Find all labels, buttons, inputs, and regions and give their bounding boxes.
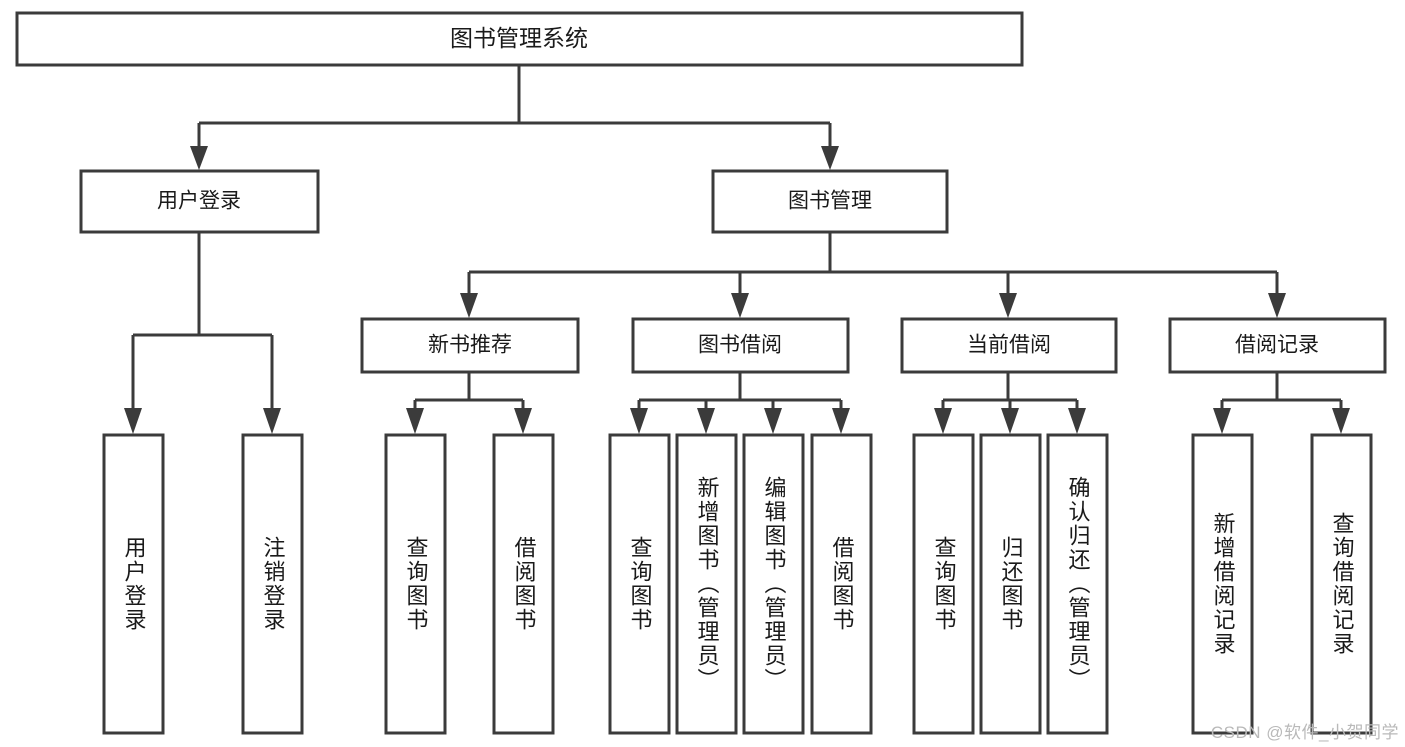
connector-borrow-record-to-leaves bbox=[1213, 373, 1350, 434]
node-current-borrow[interactable]: 当前借阅 bbox=[902, 319, 1116, 372]
arrow-bb-leaf-2 bbox=[697, 408, 715, 434]
connector-book-management-to-level3 bbox=[460, 233, 1286, 318]
arrow-borrow-record bbox=[1268, 293, 1286, 318]
node-book-borrow[interactable]: 图书借阅 bbox=[633, 319, 848, 372]
arrow-to-book-management bbox=[821, 146, 839, 170]
node-query-book-1-box[interactable] bbox=[386, 435, 445, 733]
arrow-current-borrow bbox=[999, 293, 1017, 318]
arrow-cb-leaf-2 bbox=[1001, 408, 1019, 434]
arrow-bb-leaf-4 bbox=[832, 408, 850, 434]
node-borrow-book-1-box[interactable] bbox=[494, 435, 553, 733]
node-user-logout-box[interactable] bbox=[243, 435, 302, 733]
node-return-book-box[interactable] bbox=[981, 435, 1040, 733]
node-new-book-recommend-label: 新书推荐 bbox=[428, 334, 512, 357]
node-book-management[interactable]: 图书管理 bbox=[713, 171, 947, 232]
node-edit-book-admin-box[interactable] bbox=[744, 435, 803, 733]
arrow-br-leaf-2 bbox=[1332, 408, 1350, 434]
connector-user-login-to-leaves bbox=[124, 233, 281, 434]
node-root-label: 图书管理系统 bbox=[450, 25, 588, 51]
arrow-cb-leaf-1 bbox=[934, 408, 952, 434]
node-book-borrow-label: 图书借阅 bbox=[698, 334, 782, 357]
arrow-bb-leaf-3 bbox=[764, 408, 782, 434]
arrow-user-login-leaf-1 bbox=[124, 408, 142, 434]
node-query-borrow-record-box[interactable] bbox=[1312, 435, 1371, 733]
node-book-management-label: 图书管理 bbox=[788, 190, 872, 213]
connector-root-to-level2 bbox=[190, 65, 839, 170]
arrow-nbr-leaf-2 bbox=[514, 408, 532, 434]
arrow-cb-leaf-3 bbox=[1068, 408, 1086, 434]
csdn-watermark: CSDN @软件_小贺同学 bbox=[1211, 718, 1399, 743]
arrow-user-login-leaf-2 bbox=[263, 408, 281, 434]
arrow-br-leaf-1 bbox=[1213, 408, 1231, 434]
arrow-bb-leaf-1 bbox=[630, 408, 648, 434]
node-borrow-book-2-box[interactable] bbox=[812, 435, 871, 733]
arrow-nbr-leaf-1 bbox=[406, 408, 424, 434]
node-query-book-2-box[interactable] bbox=[610, 435, 669, 733]
connector-current-borrow-to-leaves bbox=[934, 373, 1086, 434]
node-borrow-record[interactable]: 借阅记录 bbox=[1170, 319, 1385, 372]
node-new-book-recommend[interactable]: 新书推荐 bbox=[362, 319, 578, 372]
connector-new-book-recommend-to-leaves bbox=[406, 373, 532, 434]
node-user-login-do-box[interactable] bbox=[104, 435, 163, 733]
node-user-login-label: 用户登录 bbox=[157, 190, 241, 213]
leaf-boxes bbox=[104, 435, 1371, 733]
connector-book-borrow-to-leaves bbox=[630, 373, 850, 434]
node-add-borrow-record-box[interactable] bbox=[1193, 435, 1252, 733]
node-confirm-return-admin-box[interactable] bbox=[1048, 435, 1107, 733]
arrow-to-user-login bbox=[190, 146, 208, 170]
node-query-book-3-box[interactable] bbox=[914, 435, 973, 733]
node-add-book-admin-box[interactable] bbox=[677, 435, 736, 733]
node-root[interactable]: 图书管理系统 bbox=[17, 13, 1022, 65]
node-borrow-record-label: 借阅记录 bbox=[1235, 334, 1319, 357]
node-user-login[interactable]: 用户登录 bbox=[81, 171, 318, 232]
node-current-borrow-label: 当前借阅 bbox=[967, 334, 1051, 357]
arrow-new-book-recommend bbox=[460, 293, 478, 318]
arrow-book-borrow bbox=[731, 293, 749, 318]
